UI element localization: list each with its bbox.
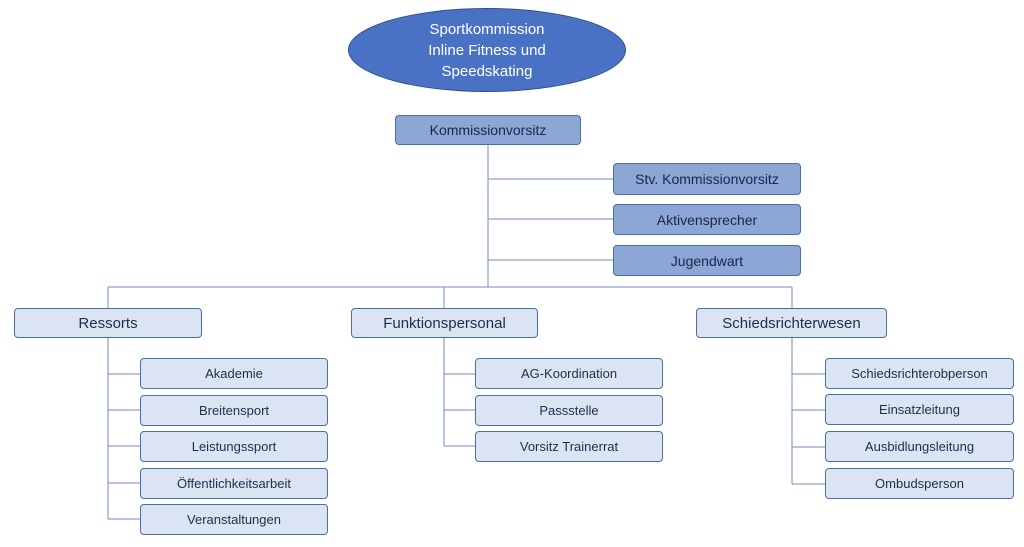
root-line-2: Inline Fitness und (428, 41, 546, 59)
root-line-1: Sportkommission (429, 20, 545, 38)
root-line-3: Speedskating (441, 62, 533, 80)
ressorts-item: Breitensport (140, 395, 328, 426)
funktionspersonal-item: Passstelle (475, 395, 663, 426)
dept-node-funktionspersonal: Funktionspersonal (351, 308, 538, 338)
schiedsrichterwesen-item: Ombudsperson (825, 468, 1014, 499)
ressorts-item: Veranstaltungen (140, 504, 328, 535)
staff-node-2: Aktivensprecher (613, 204, 801, 235)
chair-node: Kommissionvorsitz (395, 115, 581, 145)
dept-node-ressorts: Ressorts (14, 308, 202, 338)
ressorts-item: Akademie (140, 358, 328, 389)
schiedsrichterwesen-item: Einsatzleitung (825, 394, 1014, 425)
ressorts-item: Leistungssport (140, 431, 328, 462)
root-node: Sportkommission Inline Fitness und Speed… (348, 8, 626, 92)
funktionspersonal-item: Vorsitz Trainerrat (475, 431, 663, 462)
dept-node-schiedsrichterwesen: Schiedsrichterwesen (696, 308, 887, 338)
staff-node-1: Stv. Kommissionvorsitz (613, 163, 801, 195)
staff-node-3: Jugendwart (613, 245, 801, 276)
schiedsrichterwesen-item: Ausbidlungsleitung (825, 431, 1014, 462)
ressorts-item: Öffentlichkeitsarbeit (140, 468, 328, 499)
schiedsrichterwesen-item: Schiedsrichterobperson (825, 358, 1014, 389)
funktionspersonal-item: AG-Koordination (475, 358, 663, 389)
